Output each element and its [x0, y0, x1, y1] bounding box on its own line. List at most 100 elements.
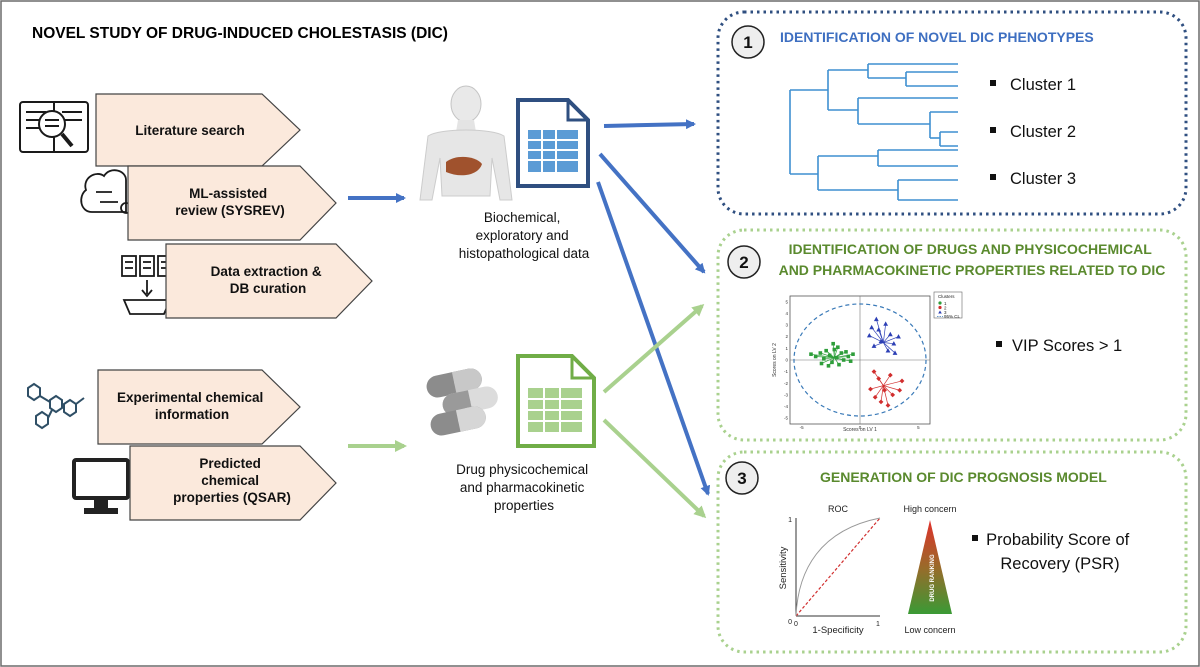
vip-scores-label: VIP Scores > 1 — [1012, 337, 1122, 355]
output-3-title: GENERATION OF DIC PROGNOSIS MODEL — [820, 469, 1107, 485]
pca-ray-1-8 — [883, 342, 889, 351]
pca-legend-item-3: 3 — [944, 310, 947, 315]
pca-legend-swatch-3 — [938, 310, 942, 314]
pca-point-0-9 — [837, 362, 841, 367]
bullet-marker — [996, 341, 1002, 347]
pca-legend-item-4: 95% CL — [944, 314, 961, 319]
pca-x-tick-2: 5 — [917, 425, 920, 430]
blue-spreadsheet-icon — [516, 98, 590, 188]
roc-curve-plot: ROC 1 0 0 1 1-Specificity Sensitivity — [778, 504, 881, 636]
pca-point-0-13 — [846, 354, 851, 359]
pca-y-tick-7: -2 — [784, 381, 788, 386]
pca-point-0-6 — [830, 360, 834, 365]
pca-ray-0-12 — [834, 351, 847, 358]
pca-point-1-1 — [873, 316, 879, 322]
arrow-drug-to-properties — [602, 304, 705, 394]
output-1-frame — [716, 10, 1188, 216]
arrow-clinical-to-phenotypes — [603, 119, 696, 130]
output-2-title: IDENTIFICATION OF DRUGS AND PHYSICOCHEMI… — [779, 241, 1166, 278]
green-spreadsheet-icon — [516, 354, 596, 448]
pca-x-axis-label: Scores on LV 1 — [843, 427, 877, 433]
roc-curve-line — [795, 517, 881, 617]
pca-point-0-1 — [813, 354, 818, 359]
output-1-number: 1 — [743, 33, 752, 52]
output-box-phenotypes: 1 IDENTIFICATION OF NOVEL DIC PHENOTYPES… — [716, 10, 1188, 216]
ranking-low-label: Low concern — [904, 625, 955, 635]
pca-ray-1-11 — [883, 342, 896, 354]
pca-y-tick-4: 1 — [785, 346, 788, 351]
pca-y-tick-9: -4 — [784, 404, 788, 409]
pca-point-0-16 — [819, 361, 824, 366]
pca-point-1-6 — [891, 341, 897, 346]
pca-point-0-2 — [818, 351, 823, 355]
roc-reference-diagonal — [795, 517, 881, 617]
output-box-properties: 2 IDENTIFICATION OF DRUGS AND PHYSICOCHE… — [716, 228, 1188, 442]
pca-y-tick-8: -3 — [784, 392, 788, 397]
pca-point-2-1 — [876, 376, 882, 382]
pca-y-tick-6: -1 — [784, 369, 788, 374]
capsules-icon — [426, 368, 498, 436]
roc-x-tick-0: 0 — [794, 621, 798, 628]
pca-point-0-15 — [826, 364, 831, 368]
pca-ray-2-2 — [883, 374, 891, 386]
output-1-title: IDENTIFICATION OF NOVEL DIC PHENOTYPES — [780, 29, 1094, 45]
pca-y-axis-label: Scores on LV 2 — [772, 343, 778, 377]
pca-point-2-5 — [872, 394, 878, 400]
pca-ray-1-2 — [882, 323, 887, 343]
pca-point-1-0 — [869, 324, 875, 330]
pca-legend: Clusters 1 2 3 95% CL — [933, 291, 963, 319]
pca-point-2-3 — [899, 378, 905, 384]
pca-ray-2-6 — [883, 385, 893, 396]
pca-point-1-9 — [866, 332, 872, 338]
pca-ray-1-10 — [878, 329, 884, 343]
input-box-2 — [127, 165, 337, 241]
pca-point-2-10 — [885, 402, 891, 408]
pca-point-0-19 — [831, 341, 835, 346]
arrow-drug-to-model — [602, 418, 707, 519]
pca-y-tick-5: 0 — [785, 358, 788, 363]
input-box-4 — [97, 369, 301, 445]
roc-y-tick-0: 0 — [788, 619, 792, 626]
pca-ray-2-10 — [882, 385, 889, 406]
book-search-icon — [19, 101, 89, 153]
input-label-1: Literature search — [135, 123, 245, 138]
pca-point-2-6 — [890, 392, 896, 398]
molecule-icon — [27, 382, 85, 430]
input-label-4: Experimental chemical information — [117, 390, 267, 422]
drug-ranking-triangle: High concern DRUG RANKING Low concern — [903, 504, 956, 635]
pca-legend-frame — [933, 291, 963, 319]
pca-y-tick-2: 3 — [785, 323, 788, 328]
output-box-prognosis-model: 3 GENERATION OF DIC PROGNOSIS MODEL ROC … — [716, 450, 1188, 654]
roc-x-axis-label: 1-Specificity — [812, 625, 863, 636]
pca-ray-0-18 — [834, 353, 854, 359]
input-box-3 — [165, 243, 373, 319]
input-data-extraction: Data extraction & DB curation — [121, 243, 373, 319]
pca-ray-1-9 — [869, 335, 884, 343]
input-literature-search: Literature search — [19, 93, 301, 167]
pca-point-2-9 — [868, 386, 873, 392]
computer-monitor-icon — [72, 458, 130, 514]
pca-legend-swatch-1 — [938, 301, 942, 305]
pca-confidence-ellipse — [793, 303, 927, 417]
pca-points — [809, 316, 905, 408]
bullet-marker — [990, 174, 996, 180]
bullet-marker — [990, 80, 996, 86]
pca-point-1-3 — [887, 331, 893, 337]
input-ml-review: ML-assisted review (SYSREV) — [80, 165, 337, 241]
pca-point-1-10 — [876, 327, 882, 332]
drug-data-label: Drug physicochemical and pharmacokinetic… — [456, 462, 592, 513]
pca-point-1-7 — [896, 334, 901, 339]
pca-legend-item-1: 1 — [944, 301, 947, 306]
input-label-3: Data extraction & DB curation — [211, 264, 326, 296]
pca-point-1-8 — [885, 348, 891, 353]
pca-point-0-18 — [851, 352, 855, 356]
documents-database-icon — [121, 255, 173, 315]
input-experimental-chemical: Experimental chemical information — [27, 369, 301, 445]
bullet-marker — [990, 127, 996, 133]
roc-x-tick-1: 1 — [876, 621, 880, 628]
roc-y-axis-label: Sensitivity — [778, 546, 789, 589]
